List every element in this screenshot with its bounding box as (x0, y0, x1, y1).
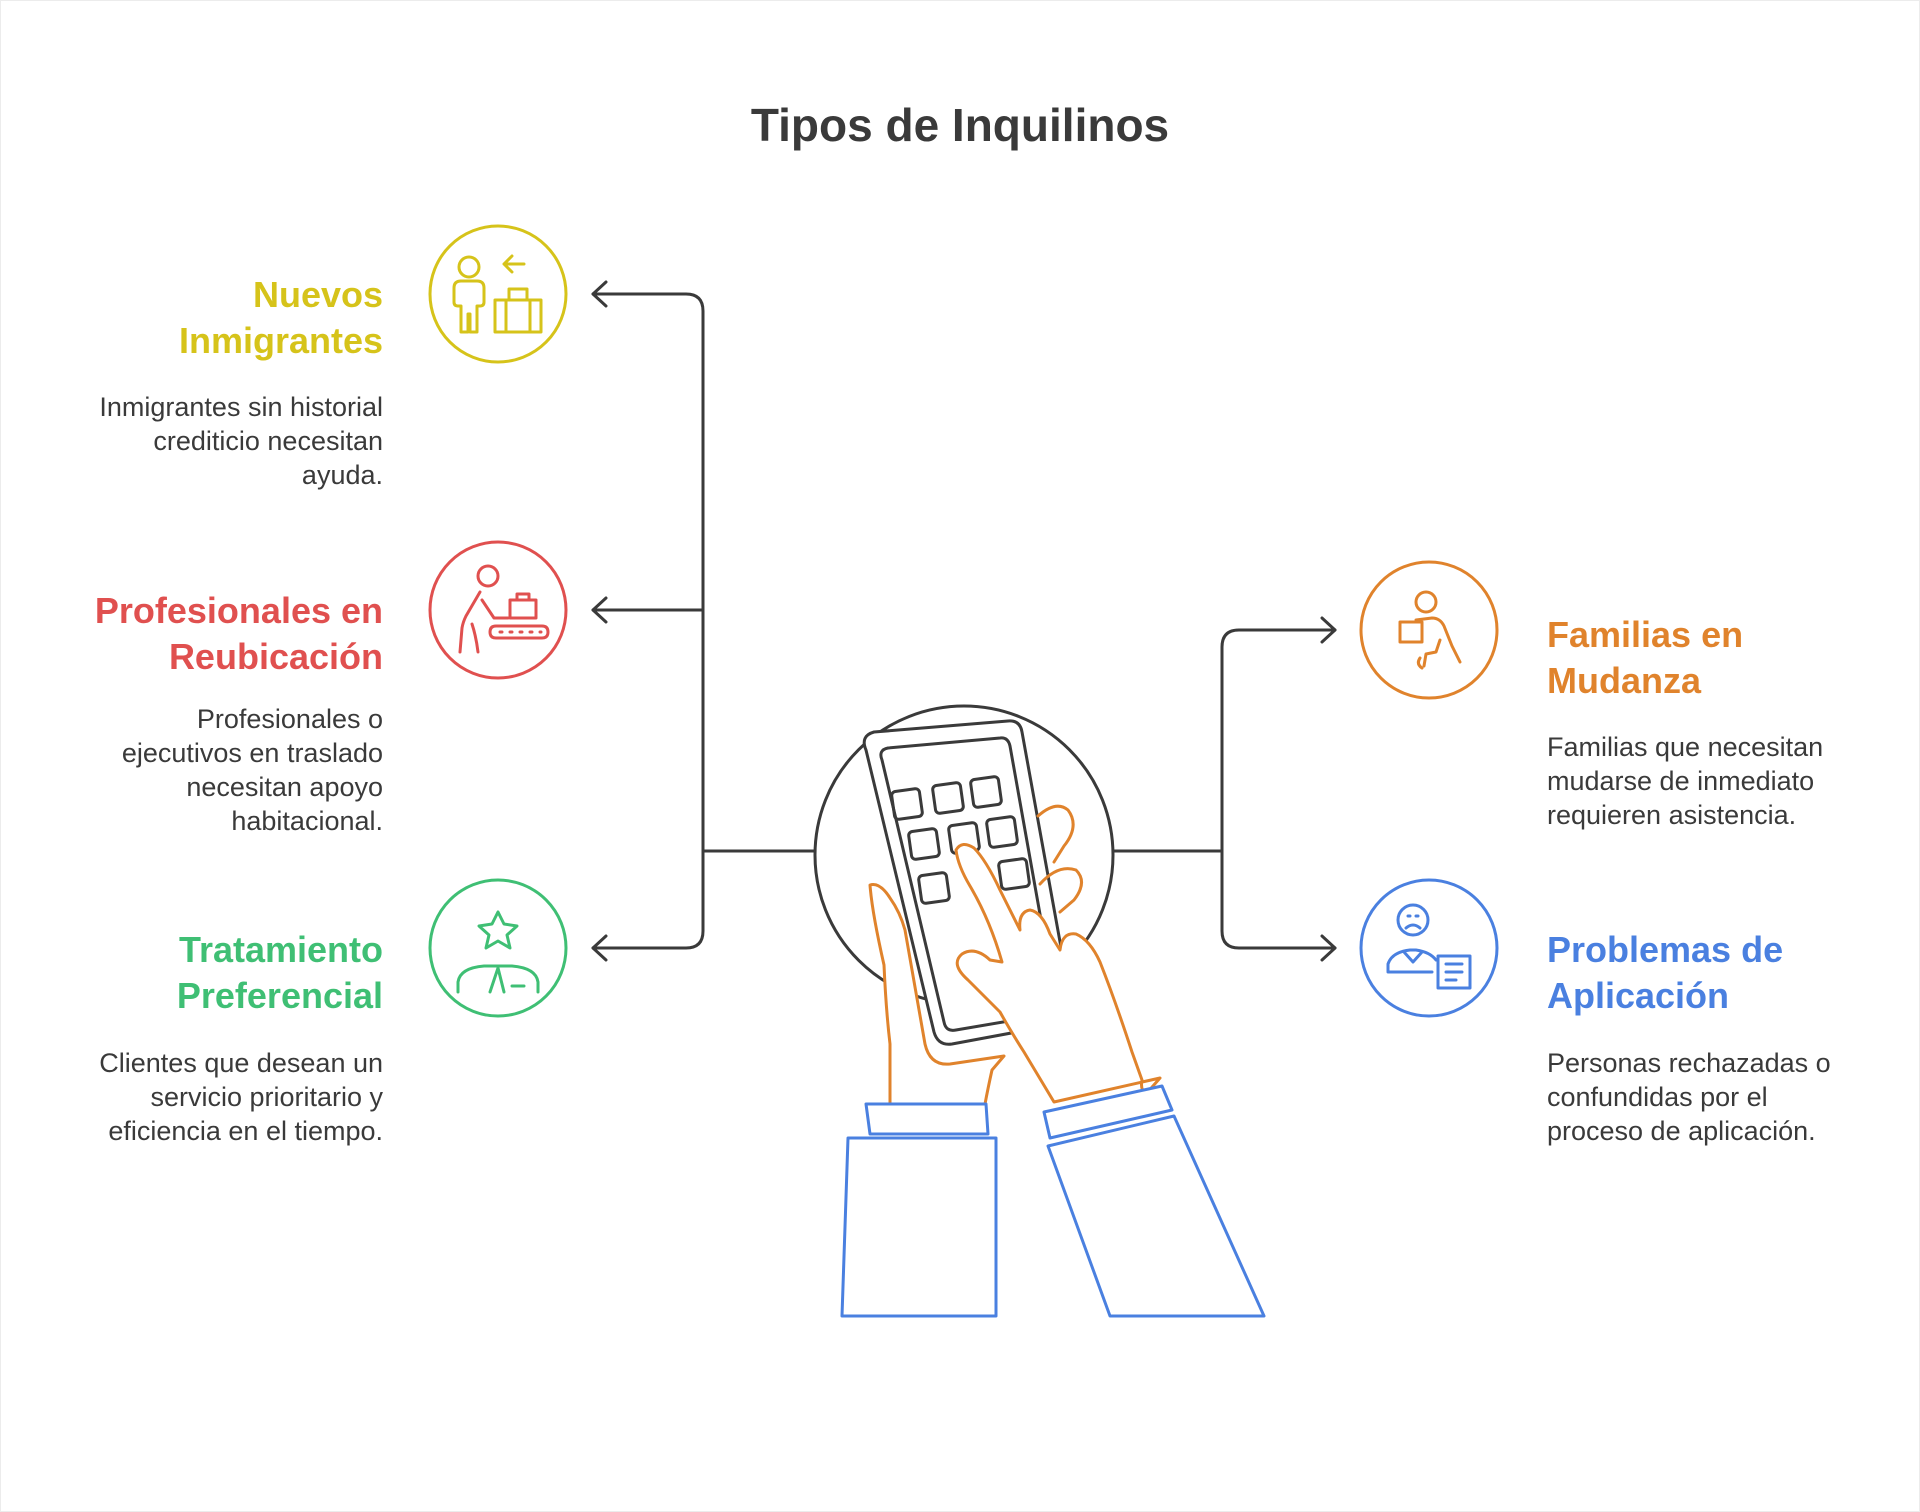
description-line: crediticio necesitan (153, 426, 383, 456)
immigrant-luggage-icon (428, 224, 568, 364)
description-familias: Familias que necesitan mudarse de inmedi… (1547, 730, 1907, 832)
heading-line: Reubicación (168, 636, 383, 677)
description-line: Personas rechazadas o (1547, 1048, 1831, 1078)
description-line: mudarse de inmediato (1547, 766, 1815, 796)
description-line: Familias que necesitan (1547, 732, 1824, 762)
heading-line: Tratamiento (178, 929, 383, 970)
heading-line: Preferencial (176, 975, 383, 1016)
connectors (591, 280, 1337, 962)
description-line: Clientes que desean un (99, 1048, 383, 1078)
description-profesionales: Profesionales o ejecutivos en traslado n… (0, 702, 383, 838)
description-line: Profesionales o (196, 704, 383, 734)
right-hand-fingertips (1036, 804, 1083, 914)
description-nuevos-inmigrantes: Inmigrantes sin historial crediticio nec… (0, 390, 383, 492)
description-line: ejecutivos en traslado (121, 738, 383, 768)
left-sleeve (840, 1102, 998, 1318)
description-line: confundidas por el (1547, 1082, 1768, 1112)
heading-nuevos-inmigrantes: Nuevos Inmigrantes (0, 272, 383, 364)
left-hand (868, 883, 1006, 1106)
heading-line: Mudanza (1547, 660, 1702, 701)
page-title: Tipos de Inquilinos (750, 99, 1170, 151)
description-line: Inmigrantes sin historial (99, 392, 383, 422)
arrowhead-nuevos (591, 280, 608, 308)
arrowhead-profesionales (591, 596, 608, 624)
person-carrying-box-icon (1359, 560, 1499, 700)
arrowhead-familias (1320, 616, 1337, 644)
confused-person-document-icon (1359, 878, 1499, 1018)
description-line: eficiencia en el tiempo. (108, 1116, 383, 1146)
description-line: servicio prioritario y (150, 1082, 383, 1112)
arrowhead-tratamiento (591, 934, 608, 962)
heading-line: Problemas de (1547, 929, 1784, 970)
description-line: necesitan apoyo (186, 772, 383, 802)
heading-tratamiento: Tratamiento Preferencial (0, 927, 383, 1019)
heading-line: Familias en (1547, 614, 1744, 655)
description-line: requieren asistencia. (1547, 800, 1797, 830)
heading-line: Nuevos (252, 274, 383, 315)
description-line: proceso de aplicación. (1547, 1116, 1816, 1146)
connector-left-trunk (591, 292, 817, 950)
connector-right-trunk (1108, 628, 1337, 950)
hands-holding-phone-icon (813, 704, 1266, 1318)
description-line: habitacional. (231, 806, 383, 836)
right-hand (954, 843, 1162, 1104)
description-problemas: Personas rechazadas o confundidas por el… (1547, 1046, 1907, 1148)
description-tratamiento: Clientes que desean un servicio priorita… (0, 1046, 383, 1148)
heading-familias: Familias en Mudanza (1547, 612, 1907, 704)
baggage-claim-icon (428, 540, 568, 680)
vip-star-person-icon (428, 878, 568, 1018)
heading-line: Inmigrantes (178, 320, 383, 361)
heading-problemas: Problemas de Aplicación (1547, 927, 1907, 1019)
heading-profesionales: Profesionales en Reubicación (0, 588, 383, 680)
heading-line: Profesionales en (94, 590, 383, 631)
heading-line: Aplicación (1547, 975, 1730, 1016)
arrowhead-problemas (1320, 934, 1337, 962)
right-sleeve (1042, 1084, 1266, 1318)
description-line: ayuda. (301, 460, 383, 490)
